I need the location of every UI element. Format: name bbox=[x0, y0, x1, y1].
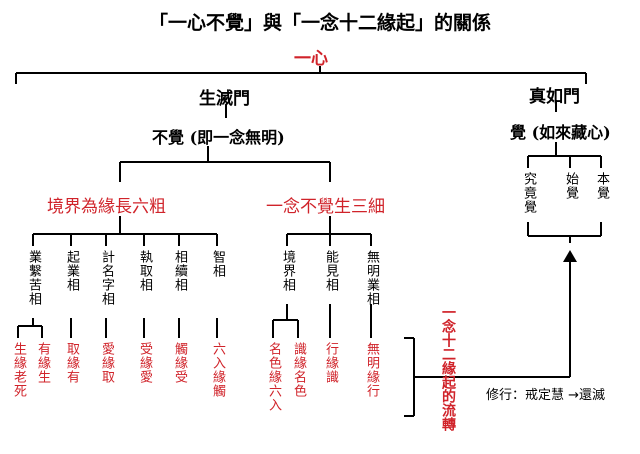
link-item: 名色緣六入 bbox=[266, 342, 281, 412]
six-coarse-label: 境界為緣長六粗 bbox=[47, 197, 166, 217]
jue-label: 覺 (如來藏心) bbox=[510, 123, 611, 142]
link-item: 有緣生 bbox=[35, 342, 50, 384]
link-item: 愛緣取 bbox=[99, 342, 114, 384]
jue-item: 究竟覺 bbox=[521, 172, 536, 214]
six-coarse-item: 相續相 bbox=[172, 250, 187, 292]
link-item: 取緣有 bbox=[64, 342, 79, 384]
six-coarse-item: 執取相 bbox=[137, 250, 152, 292]
link-item: 識緣名色 bbox=[291, 342, 306, 398]
flow-label: 一念十二緣起的流轉 bbox=[440, 305, 456, 431]
six-coarse-item: 起業相 bbox=[64, 250, 79, 292]
link-item: 六入緣觸 bbox=[210, 342, 225, 398]
right-branch-label: 真如門 bbox=[529, 87, 580, 107]
link-item: 受緣愛 bbox=[137, 342, 152, 384]
three-subtle-item: 無明業相 bbox=[364, 250, 379, 306]
root-label: 一心 bbox=[294, 49, 328, 69]
link-item: 生緣老死 bbox=[11, 342, 26, 398]
three-subtle-item: 能見相 bbox=[323, 250, 338, 292]
six-coarse-item: 計名字相 bbox=[99, 250, 114, 306]
practice-note: 修行：戒定慧 →還滅 bbox=[486, 388, 606, 403]
six-coarse-item: 業繫苦相 bbox=[26, 250, 41, 306]
link-item: 無明緣行 bbox=[364, 342, 379, 398]
bujue-label: 不覺 (即一念無明) bbox=[152, 128, 285, 147]
three-subtle-label: 一念不覺生三細 bbox=[266, 197, 385, 217]
left-branch-label: 生滅門 bbox=[199, 89, 250, 109]
three-subtle-item: 境界相 bbox=[280, 250, 295, 292]
jue-item: 始覺 bbox=[563, 172, 578, 200]
link-item: 行緣識 bbox=[323, 342, 338, 384]
diagram-title: 「一心不覺」與「一念十二緣起」的關係 bbox=[148, 12, 491, 34]
six-coarse-item: 智相 bbox=[210, 250, 225, 278]
jue-item: 本覺 bbox=[594, 172, 609, 200]
link-item: 觸緣受 bbox=[172, 342, 187, 384]
